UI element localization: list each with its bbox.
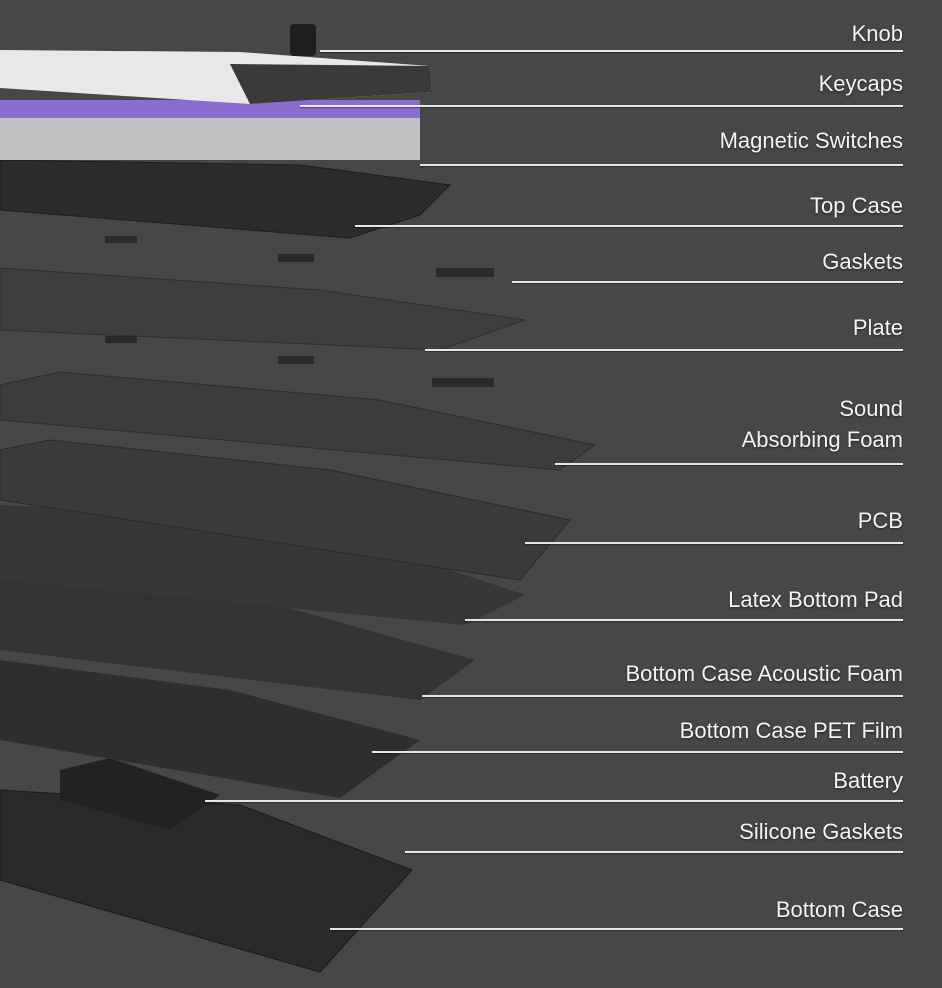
label-knob: Knob — [851, 21, 903, 46]
label-pcb: PCB — [857, 508, 903, 533]
leader-line-sound-foam — [555, 463, 903, 465]
pcb-layer — [0, 439, 571, 581]
switches-layer — [0, 100, 420, 160]
pet-film-layer — [0, 660, 420, 798]
leader-line-bottom-case-pet-film — [372, 751, 903, 753]
gasket — [278, 254, 314, 262]
plate-layer — [0, 267, 526, 351]
latex-pad-layer — [0, 505, 525, 625]
label-magnetic-switches: Magnetic Switches — [719, 128, 903, 153]
gasket — [436, 268, 494, 277]
leader-line-top-case — [355, 225, 903, 227]
gasket — [105, 336, 137, 343]
leader-line-pcb — [525, 542, 903, 544]
label-top-case: Top Case — [810, 193, 903, 218]
gasket — [432, 378, 494, 387]
label-silicone-gaskets: Silicone Gaskets — [739, 819, 903, 844]
top-case-layer — [0, 159, 452, 239]
leader-line-knob — [320, 50, 903, 52]
label-sound-foam-line1: Sound — [839, 396, 903, 421]
sound-foam-layer — [0, 371, 597, 471]
leader-line-gaskets — [512, 281, 903, 283]
label-latex-bottom-pad: Latex Bottom Pad — [728, 587, 903, 612]
leader-line-keycaps — [300, 105, 903, 107]
label-sound-absorbing-foam: Sound Absorbing Foam — [742, 393, 903, 455]
acoustic-foam-layer — [0, 580, 475, 700]
leader-line-plate — [425, 349, 903, 351]
label-bottom-case-pet-film: Bottom Case PET Film — [679, 718, 903, 743]
label-plate: Plate — [852, 315, 903, 340]
label-sound-foam-line2: Absorbing Foam — [741, 427, 903, 452]
gasket — [105, 236, 137, 243]
label-gaskets: Gaskets — [822, 249, 903, 274]
label-bottom-case-acoustic-foam: Bottom Case Acoustic Foam — [625, 661, 903, 686]
bottom-case-layer — [0, 789, 413, 973]
leader-line-silicone-gaskets — [405, 851, 903, 853]
leader-line-latex-bottom-pad — [465, 619, 903, 621]
leader-line-bottom-case — [330, 928, 903, 930]
gasket — [278, 356, 314, 364]
label-battery: Battery — [833, 768, 903, 793]
leader-line-battery — [205, 800, 903, 802]
leader-line-bottom-case-acoustic-foam — [422, 695, 903, 697]
label-bottom-case: Bottom Case — [775, 897, 903, 922]
knob-shape — [290, 24, 316, 56]
leader-line-magnetic-switches — [420, 164, 903, 166]
label-keycaps: Keycaps — [818, 71, 903, 96]
battery-layer — [60, 758, 220, 830]
